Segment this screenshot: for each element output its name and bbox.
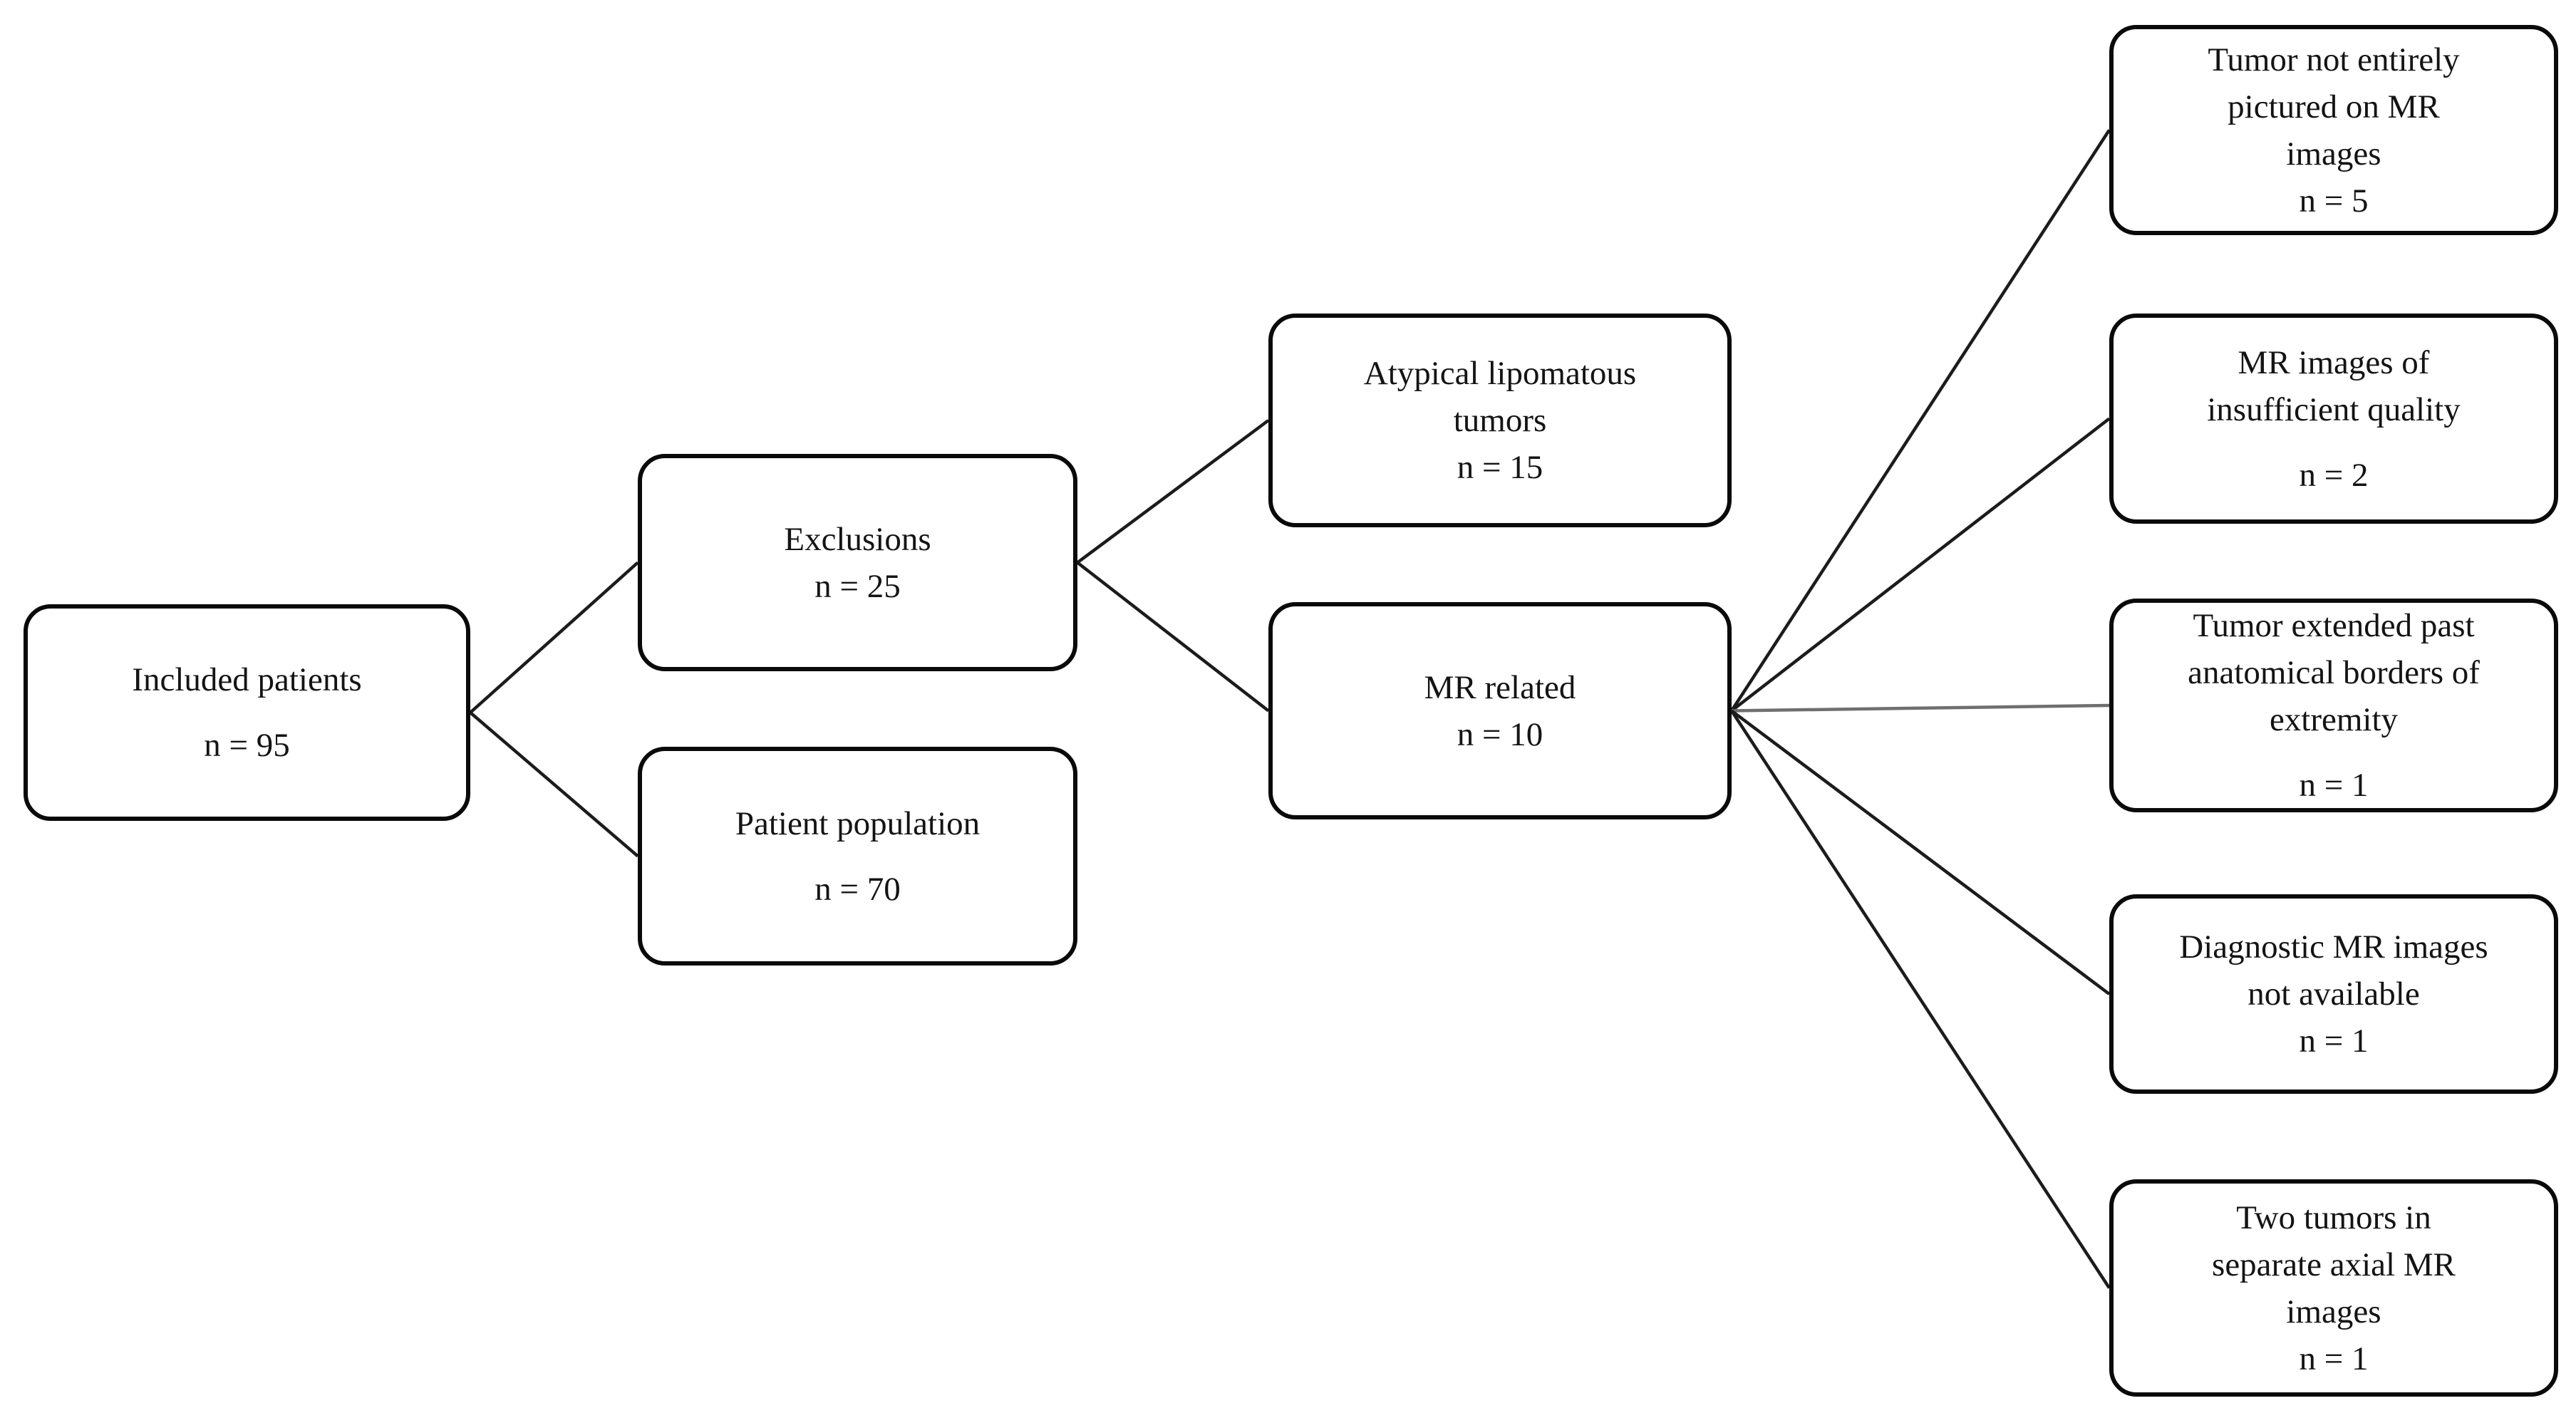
- edge-mr-related-to-tumor-extended-past-borders: [1731, 703, 2110, 713]
- node-tumor-extended-past-borders: Tumor extended past anatomical borders o…: [2109, 599, 2558, 812]
- label-line: Tumor extended past: [2193, 607, 2475, 644]
- label-line: insufficient quality: [2207, 390, 2461, 428]
- node-two-tumors-separate-axial: Two tumors in separate axial MR images n…: [2109, 1179, 2558, 1397]
- node-included-patients: Included patients n = 95: [24, 604, 470, 821]
- node-tumor-not-entirely-pictured: Tumor not entirely pictured on MR images…: [2109, 25, 2558, 235]
- count-line: n = 95: [204, 727, 290, 764]
- label-line: Exclusions: [784, 520, 931, 558]
- label-line: anatomical borders of: [2188, 654, 2480, 691]
- edge-included-patients-to-exclusions: [469, 561, 639, 714]
- label-line: images: [2286, 1293, 2381, 1330]
- edge-mr-related-to-two-tumors-separate-axial: [1730, 710, 2111, 1289]
- label-line: MR related: [1424, 668, 1576, 706]
- edge-mr-related-to-mr-images-insufficient-quality: [1730, 417, 2111, 713]
- count-line: n = 5: [2299, 182, 2369, 219]
- label-line: Diagnostic MR images: [2179, 928, 2488, 966]
- node-mr-images-insufficient-quality: MR images of insufficient quality n = 2: [2109, 314, 2558, 524]
- node-exclusions: Exclusions n = 25: [638, 454, 1077, 671]
- count-line: n = 25: [814, 567, 901, 605]
- node-mr-related: MR related n = 10: [1268, 602, 1732, 819]
- label-line: extremity: [2269, 701, 2399, 738]
- count-line: n = 15: [1457, 449, 1543, 486]
- count-line: n = 2: [2299, 456, 2369, 494]
- count-line: n = 70: [814, 870, 901, 908]
- label-line: pictured on MR: [2228, 88, 2440, 125]
- label-line: tumors: [1453, 402, 1547, 439]
- label-line: Two tumors in: [2236, 1199, 2431, 1236]
- edge-mr-related-to-tumor-not-entirely-pictured: [1730, 129, 2111, 712]
- count-line: n = 1: [2299, 1023, 2369, 1060]
- edge-exclusions-to-atypical-lipomatous-tumors: [1076, 419, 1270, 564]
- node-diagnostic-mr-not-available: Diagnostic MR images not available n = 1: [2109, 894, 2558, 1094]
- label-line: MR images of: [2238, 343, 2430, 381]
- label-line: Patient population: [735, 804, 981, 842]
- node-patient-population: Patient population n = 70: [638, 747, 1077, 966]
- count-line: n = 1: [2299, 1340, 2369, 1377]
- edge-exclusions-to-mr-related: [1076, 561, 1270, 713]
- edge-mr-related-to-diagnostic-mr-not-available: [1730, 709, 2111, 995]
- label-line: not available: [2247, 975, 2420, 1013]
- label-line: images: [2286, 135, 2381, 172]
- count-line: n = 1: [2299, 767, 2369, 804]
- count-line: n = 10: [1457, 715, 1543, 753]
- node-atypical-lipomatous-tumors: Atypical lipomatous tumors n = 15: [1268, 314, 1732, 527]
- label-line: Tumor not entirely: [2208, 41, 2460, 78]
- edge-included-patients-to-patient-population: [469, 711, 639, 858]
- label-line: Included patients: [132, 661, 362, 698]
- label-line: separate axial MR: [2212, 1246, 2456, 1283]
- label-line: Atypical lipomatous: [1363, 355, 1637, 392]
